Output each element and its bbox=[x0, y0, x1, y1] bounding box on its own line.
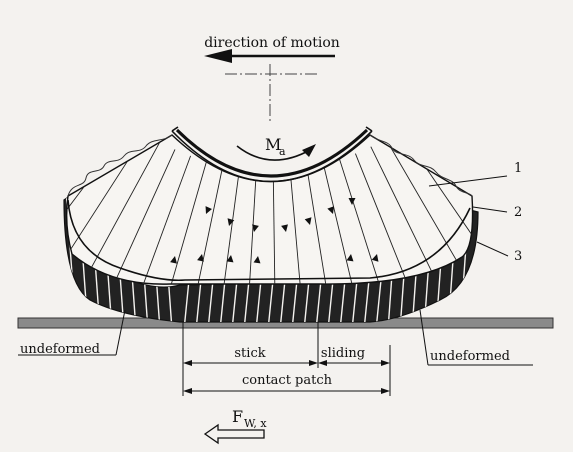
undeformed-left-label: undeformed bbox=[20, 342, 100, 357]
callout-3: 3 bbox=[514, 249, 522, 264]
ply-line bbox=[385, 138, 462, 269]
ply-line bbox=[339, 159, 386, 285]
moment-arrowhead bbox=[302, 144, 316, 157]
shear-arrowhead bbox=[226, 255, 234, 263]
ply-line bbox=[354, 153, 412, 285]
direction-arrowhead bbox=[204, 49, 232, 63]
shear-arrowhead bbox=[281, 224, 288, 232]
undeformed-right-label: undeformed bbox=[430, 349, 510, 364]
ply-line bbox=[66, 135, 76, 142]
ply-line bbox=[370, 146, 437, 282]
cut-line-right bbox=[369, 134, 473, 197]
sliding-label: sliding bbox=[321, 346, 365, 361]
shear-arrowhead bbox=[197, 254, 204, 262]
shear-arrowhead bbox=[304, 217, 312, 225]
tread-hatch-line bbox=[484, 190, 494, 330]
belt-line bbox=[67, 199, 471, 282]
stick-label: stick bbox=[234, 346, 265, 361]
moment-label: M bbox=[265, 135, 281, 154]
ply-line bbox=[138, 155, 192, 285]
ply-line bbox=[66, 135, 85, 165]
ply-line bbox=[272, 169, 276, 285]
ply-line bbox=[459, 135, 473, 157]
rim-outer bbox=[171, 130, 373, 183]
tread-hatch-line bbox=[30, 190, 40, 330]
ply-line bbox=[112, 149, 176, 285]
shear-arrowhead bbox=[253, 256, 261, 264]
moment-arrow bbox=[236, 145, 311, 161]
ply-line bbox=[191, 165, 224, 285]
tread-hatch-line bbox=[64, 198, 65, 322]
rim-inner bbox=[175, 128, 369, 178]
ply-line bbox=[448, 135, 473, 179]
contact-patch-label: contact patch bbox=[242, 373, 333, 388]
ply-line bbox=[66, 135, 96, 187]
shear-arrowhead bbox=[252, 224, 259, 232]
cut-line-left bbox=[67, 134, 173, 197]
shear-arrows bbox=[170, 198, 379, 264]
direction-label: direction of motion bbox=[204, 35, 340, 51]
tread-hatch-line bbox=[42, 190, 52, 330]
shear-arrowhead bbox=[327, 206, 334, 214]
callout-1: 1 bbox=[514, 161, 522, 176]
ply-line bbox=[322, 163, 359, 285]
ply-line bbox=[289, 169, 304, 285]
ply-line bbox=[164, 160, 208, 285]
shear-arrowhead bbox=[227, 218, 235, 226]
ply-line bbox=[306, 166, 332, 285]
shear-arrowhead bbox=[346, 254, 354, 262]
force-arrow bbox=[203, 423, 265, 445]
ply-line bbox=[87, 141, 161, 274]
shear-arrowhead bbox=[371, 254, 379, 262]
moment-subscript: a bbox=[279, 145, 286, 158]
callout-2: 2 bbox=[514, 205, 522, 220]
ply-line bbox=[247, 169, 257, 285]
force-subscript: W, x bbox=[244, 417, 267, 430]
force-label: F bbox=[232, 407, 243, 426]
shear-arrowhead bbox=[170, 256, 177, 264]
ply-line bbox=[219, 167, 241, 285]
shear-arrowhead bbox=[348, 198, 356, 205]
shear-arrowhead bbox=[205, 206, 212, 214]
